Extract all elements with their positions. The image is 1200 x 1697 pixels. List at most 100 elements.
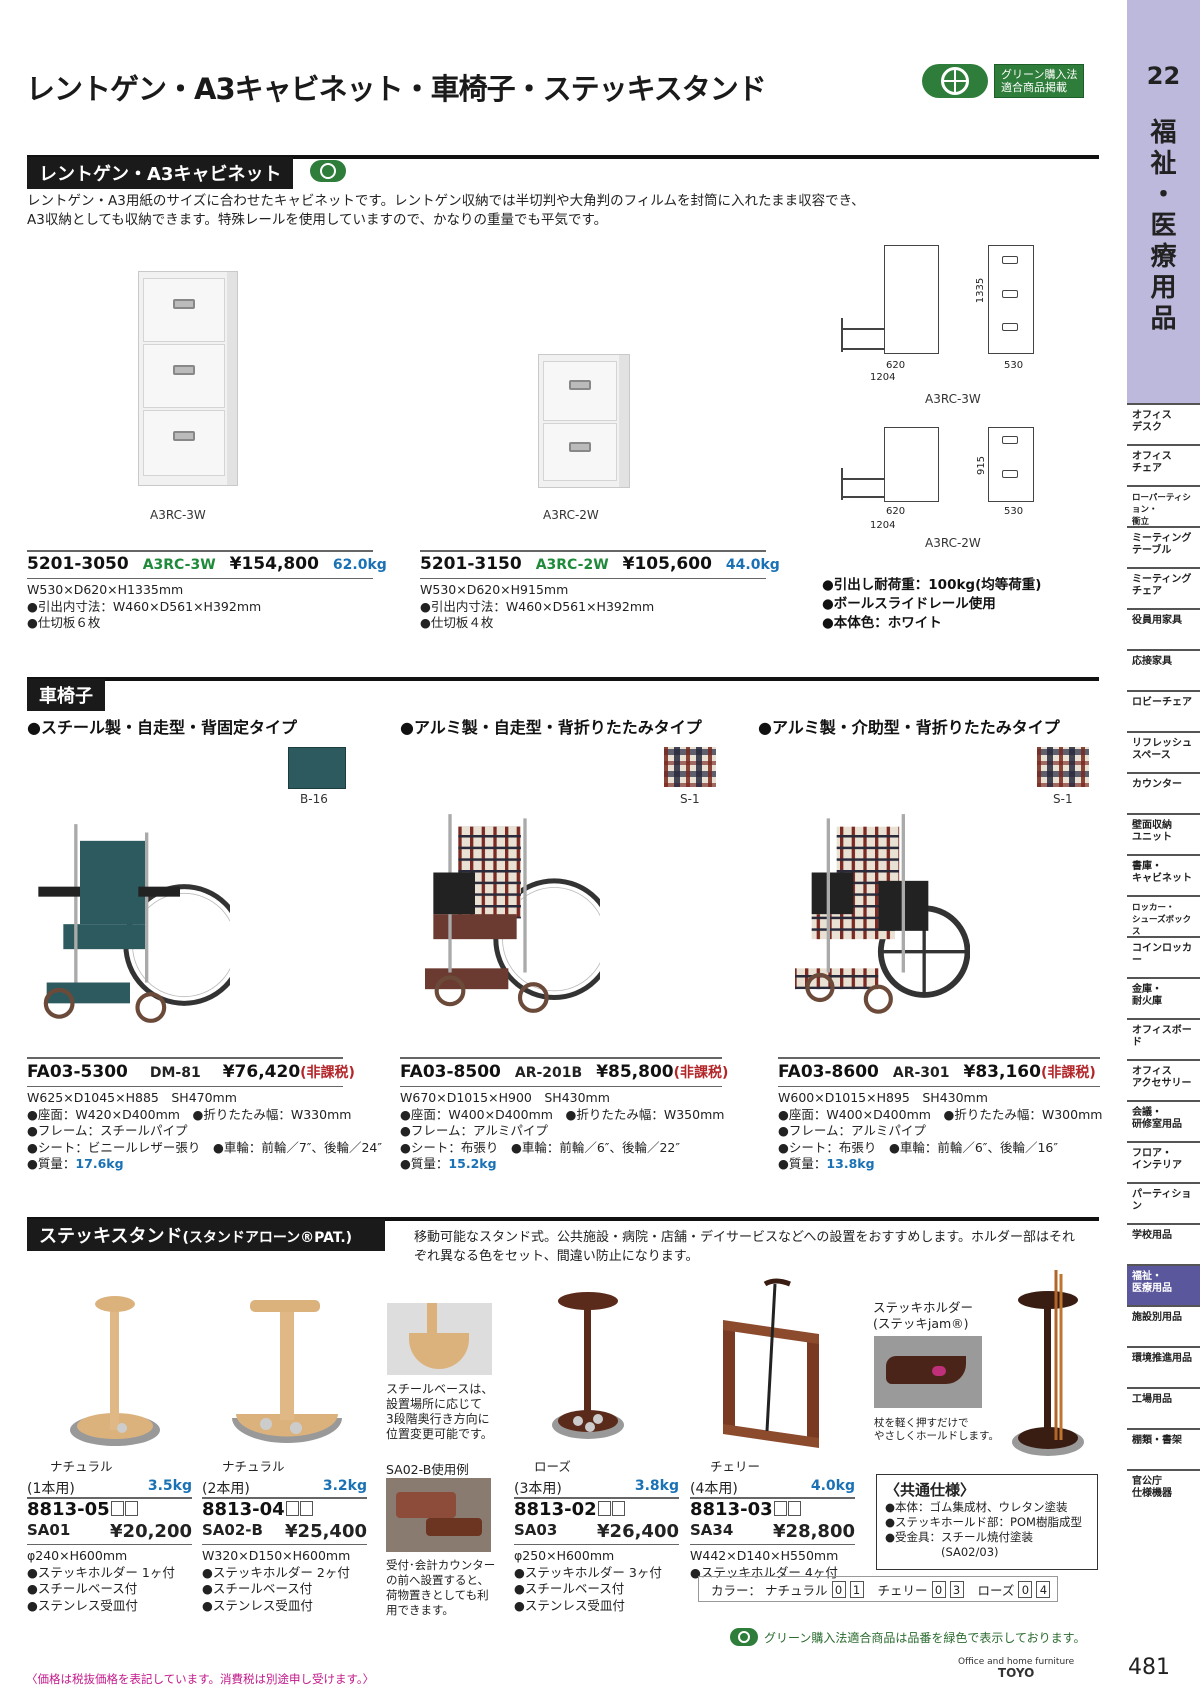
sidebar-item[interactable]: 施設別用品 bbox=[1127, 1305, 1200, 1346]
sidebar-item[interactable]: コインロッカー bbox=[1127, 936, 1200, 977]
steel-base-photo bbox=[387, 1303, 492, 1375]
stick-stand-sa03-with-canes-image bbox=[1012, 1270, 1084, 1456]
sidebar-item[interactable]: オフィス アクセサリー bbox=[1127, 1059, 1200, 1100]
sidebar-item[interactable]: 金庫・ 耐火庫 bbox=[1127, 977, 1200, 1018]
usage-example-note: 受付･会計カウンター の前へ設置すると、 荷物置きとしても利 用できます。 bbox=[386, 1558, 496, 1617]
product-header-fa03-8500: FA03-8500 AR-201B ¥85,800(非課税) bbox=[400, 1062, 729, 1082]
stick-product-sa03-code: 8813-02 bbox=[514, 1499, 625, 1520]
stick-description: 移動可能なスタンド式。公共施設・病院・店舗・デイサービスなどへの設置をおすすめし… bbox=[414, 1230, 1076, 1264]
stick-product-sa34-code: 8813-03 bbox=[690, 1499, 801, 1520]
sidebar-item[interactable]: 学校用品 bbox=[1127, 1223, 1200, 1264]
tax-note: 〈価格は税抜価格を表記しています。消費税は別途申し受けます。〉 bbox=[26, 1672, 375, 1686]
product-header-fa03-5300: FA03-5300 DM-81 ¥76,420(非課税) bbox=[27, 1062, 355, 1082]
wheelchair-type-3: ●アルミ製・介助型・背折りたたみタイプ bbox=[758, 718, 1060, 737]
color-swatch-s1 bbox=[664, 747, 716, 787]
stick-holder-note: 杖を軽く押すだけで やさしくホールドします。 bbox=[874, 1417, 999, 1442]
stick-product-sa01-specs: φ240×H600mm ●ステッキホルダー 1ヶ付 ●スチールベース付 ●ステン… bbox=[27, 1548, 175, 1613]
cabinet-2w-caption: A3RC-2W bbox=[543, 508, 599, 522]
sidebar-item[interactable]: ロビーチェア bbox=[1127, 690, 1200, 731]
stick-product-sa03-model-price: SA03¥26,400 bbox=[514, 1521, 679, 1542]
section-divider bbox=[27, 677, 1099, 681]
product-specs-fa03-8500: W670×D1015×H900 SH430mm ●座面：W400×D400mm … bbox=[400, 1090, 725, 1171]
section-title-cabinet: レントゲン・A3キャビネット bbox=[27, 157, 294, 189]
stick-stand-sa01-image bbox=[70, 1296, 160, 1446]
sidebar-item[interactable]: ロッカー・ シューズボックス bbox=[1127, 895, 1200, 937]
green-mark-icon bbox=[730, 1628, 758, 1646]
color-swatch-s1 bbox=[1037, 747, 1089, 787]
green-mark-icon bbox=[310, 160, 346, 182]
sidebar-item[interactable]: オフィス チェア bbox=[1127, 444, 1200, 485]
sidebar-item[interactable]: カウンター bbox=[1127, 772, 1200, 813]
stick-product-sa03-header: (3本用)3.8kg bbox=[514, 1478, 679, 1497]
stick-product-sa01-model-price: SA01¥20,200 bbox=[27, 1521, 192, 1542]
chapter-number: 22 bbox=[1146, 62, 1181, 90]
cabinet-3w-image bbox=[138, 271, 238, 486]
sidebar-item[interactable]: ミーティング テーブル bbox=[1127, 526, 1200, 567]
sidebar-item[interactable]: 環境推進用品 bbox=[1127, 1346, 1200, 1387]
sidebar-item[interactable]: 応接家具 bbox=[1127, 649, 1200, 690]
sidebar-item[interactable]: ミーティング チェア bbox=[1127, 567, 1200, 608]
usage-example-photo bbox=[386, 1478, 491, 1552]
sidebar-item[interactable]: フロア・ インテリア bbox=[1127, 1141, 1200, 1182]
sidebar-item[interactable]: ローパーティション・ 衝立 bbox=[1127, 485, 1200, 527]
section-divider bbox=[27, 1217, 1099, 1221]
stick-stand-sa34-image bbox=[723, 1278, 819, 1448]
sidebar-item[interactable]: 会議・ 研修室用品 bbox=[1127, 1100, 1200, 1141]
stick-product-sa02b-specs: W320×D150×H600mm ●ステッキホルダー 2ヶ付 ●スチールベース付… bbox=[202, 1548, 351, 1613]
sidebar-item[interactable]: 官公庁 仕様機器 bbox=[1127, 1469, 1200, 1510]
chapter-header: 22 福祉・医療用品 bbox=[1127, 0, 1200, 403]
product-specs-5201-3050: W530×D620×H1335mm ●引出内寸法：W460×D561×H392m… bbox=[27, 582, 262, 630]
stick-product-sa01-header: (1本用)3.5kg bbox=[27, 1478, 192, 1497]
steel-base-note: スチールベースは、 設置場所に応じて 3段階奥行き方向に 位置変更可能です。 bbox=[386, 1382, 494, 1441]
sidebar-item[interactable]: 工場用品 bbox=[1127, 1387, 1200, 1428]
stick-product-sa34-header: (4本用)4.0kg bbox=[690, 1478, 855, 1497]
wheelchair-dm81-image bbox=[38, 824, 230, 1023]
usage-example-title: SA02-B使用例 bbox=[386, 1462, 469, 1477]
section-divider bbox=[27, 155, 1099, 159]
common-spec-box: 〈共通仕様〉 ●本体：ゴム集成材、ウレタン塗装 ●ステッキホールド部：POM樹脂… bbox=[876, 1474, 1098, 1570]
green-globe-icon bbox=[922, 64, 988, 98]
cabinet-features: ●引出し耐荷重：100kg(均等荷重) ●ボールスライドレール使用 ●本体色：ホ… bbox=[822, 577, 1042, 631]
stick-holder-photo bbox=[874, 1336, 982, 1408]
green-purchase-note: グリーン購入法適合商品は品番を緑色で表示しております。 bbox=[730, 1628, 1085, 1646]
wheelchair-ar201b-image bbox=[425, 814, 600, 1013]
color-swatch-b16 bbox=[288, 747, 346, 789]
stick-stand-sa03-image bbox=[552, 1292, 624, 1439]
sidebar-item[interactable]: リフレッシュ スペース bbox=[1127, 731, 1200, 772]
stick-product-sa01-code: 8813-05 bbox=[27, 1499, 138, 1520]
cabinet-2w-image bbox=[538, 354, 630, 488]
brand-logo: Office and home furniture TOYO bbox=[958, 1657, 1075, 1680]
sidebar-item[interactable]: 役員用家具 bbox=[1127, 608, 1200, 649]
wheelchair-type-2: ●アルミ製・自走型・背折りたたみタイプ bbox=[400, 718, 702, 737]
cabinet-3w-caption: A3RC-3W bbox=[150, 508, 206, 522]
product-header-5201-3050: 5201-3050 A3RC-3W ¥154,800 62.0kg bbox=[27, 554, 387, 574]
sidebar-item[interactable]: 壁面収納 ユニット bbox=[1127, 813, 1200, 854]
stick-holder-title: ステッキホルダー (ステッキjam®) bbox=[873, 1300, 974, 1331]
page-number: 481 bbox=[1128, 1655, 1170, 1680]
green-purchase-badge: グリーン購入法 適合商品掲載 bbox=[922, 64, 1085, 98]
section-title-wheelchair: 車椅子 bbox=[27, 679, 105, 711]
stick-product-sa34-model-price: SA34¥28,800 bbox=[690, 1521, 855, 1542]
stick-product-sa02b-model-price: SA02-B¥25,400 bbox=[202, 1521, 367, 1542]
stick-stand-sa02b-image bbox=[232, 1300, 342, 1443]
sidebar-item[interactable]: オフィス デスク bbox=[1127, 403, 1200, 444]
wheelchair-type-1: ●スチール製・自走型・背固定タイプ bbox=[27, 718, 297, 737]
wheelchair-ar301-image bbox=[795, 814, 970, 1014]
cabinet-description: レントゲン・A3用紙のサイズに合わせたキャビネットです。レントゲン収納では半切判… bbox=[27, 193, 865, 228]
sidebar-item[interactable]: オフィスボード bbox=[1127, 1018, 1200, 1059]
stick-product-sa34-specs: W442×D140×H550mm ●ステッキホルダー 4ヶ付 bbox=[690, 1548, 839, 1580]
green-badge-label: グリーン購入法 適合商品掲載 bbox=[994, 64, 1085, 98]
sidebar-item[interactable]: 棚類・書架 bbox=[1127, 1428, 1200, 1469]
stick-product-sa02b-code: 8813-04 bbox=[202, 1499, 313, 1520]
product-header-5201-3150: 5201-3150 A3RC-2W ¥105,600 44.0kg bbox=[420, 554, 780, 574]
product-specs-5201-3150: W530×D620×H915mm ●引出内寸法：W460×D561×H392mm… bbox=[420, 582, 655, 630]
page-title: レントゲン・A3キャビネット・車椅子・ステッキスタンド bbox=[26, 72, 767, 106]
stick-product-sa02b-header: (2本用)3.2kg bbox=[202, 1478, 367, 1497]
sidebar-item[interactable]: パーティション bbox=[1127, 1182, 1200, 1223]
sidebar-item[interactable]: 書庫・ キャビネット bbox=[1127, 854, 1200, 895]
product-header-fa03-8600: FA03-8600 AR-301 ¥83,160(非課税) bbox=[778, 1062, 1096, 1082]
chapter-title: 福祉・医療用品 bbox=[1150, 118, 1177, 334]
stick-product-sa03-specs: φ250×H600mm ●ステッキホルダー 3ヶ付 ●スチールベース付 ●ステン… bbox=[514, 1548, 662, 1613]
product-specs-fa03-5300: W625×D1045×H885 SH470mm ●座面：W420×D400mm … bbox=[27, 1090, 383, 1171]
sidebar-item[interactable]: 福祉・ 医療用品 bbox=[1127, 1264, 1200, 1305]
